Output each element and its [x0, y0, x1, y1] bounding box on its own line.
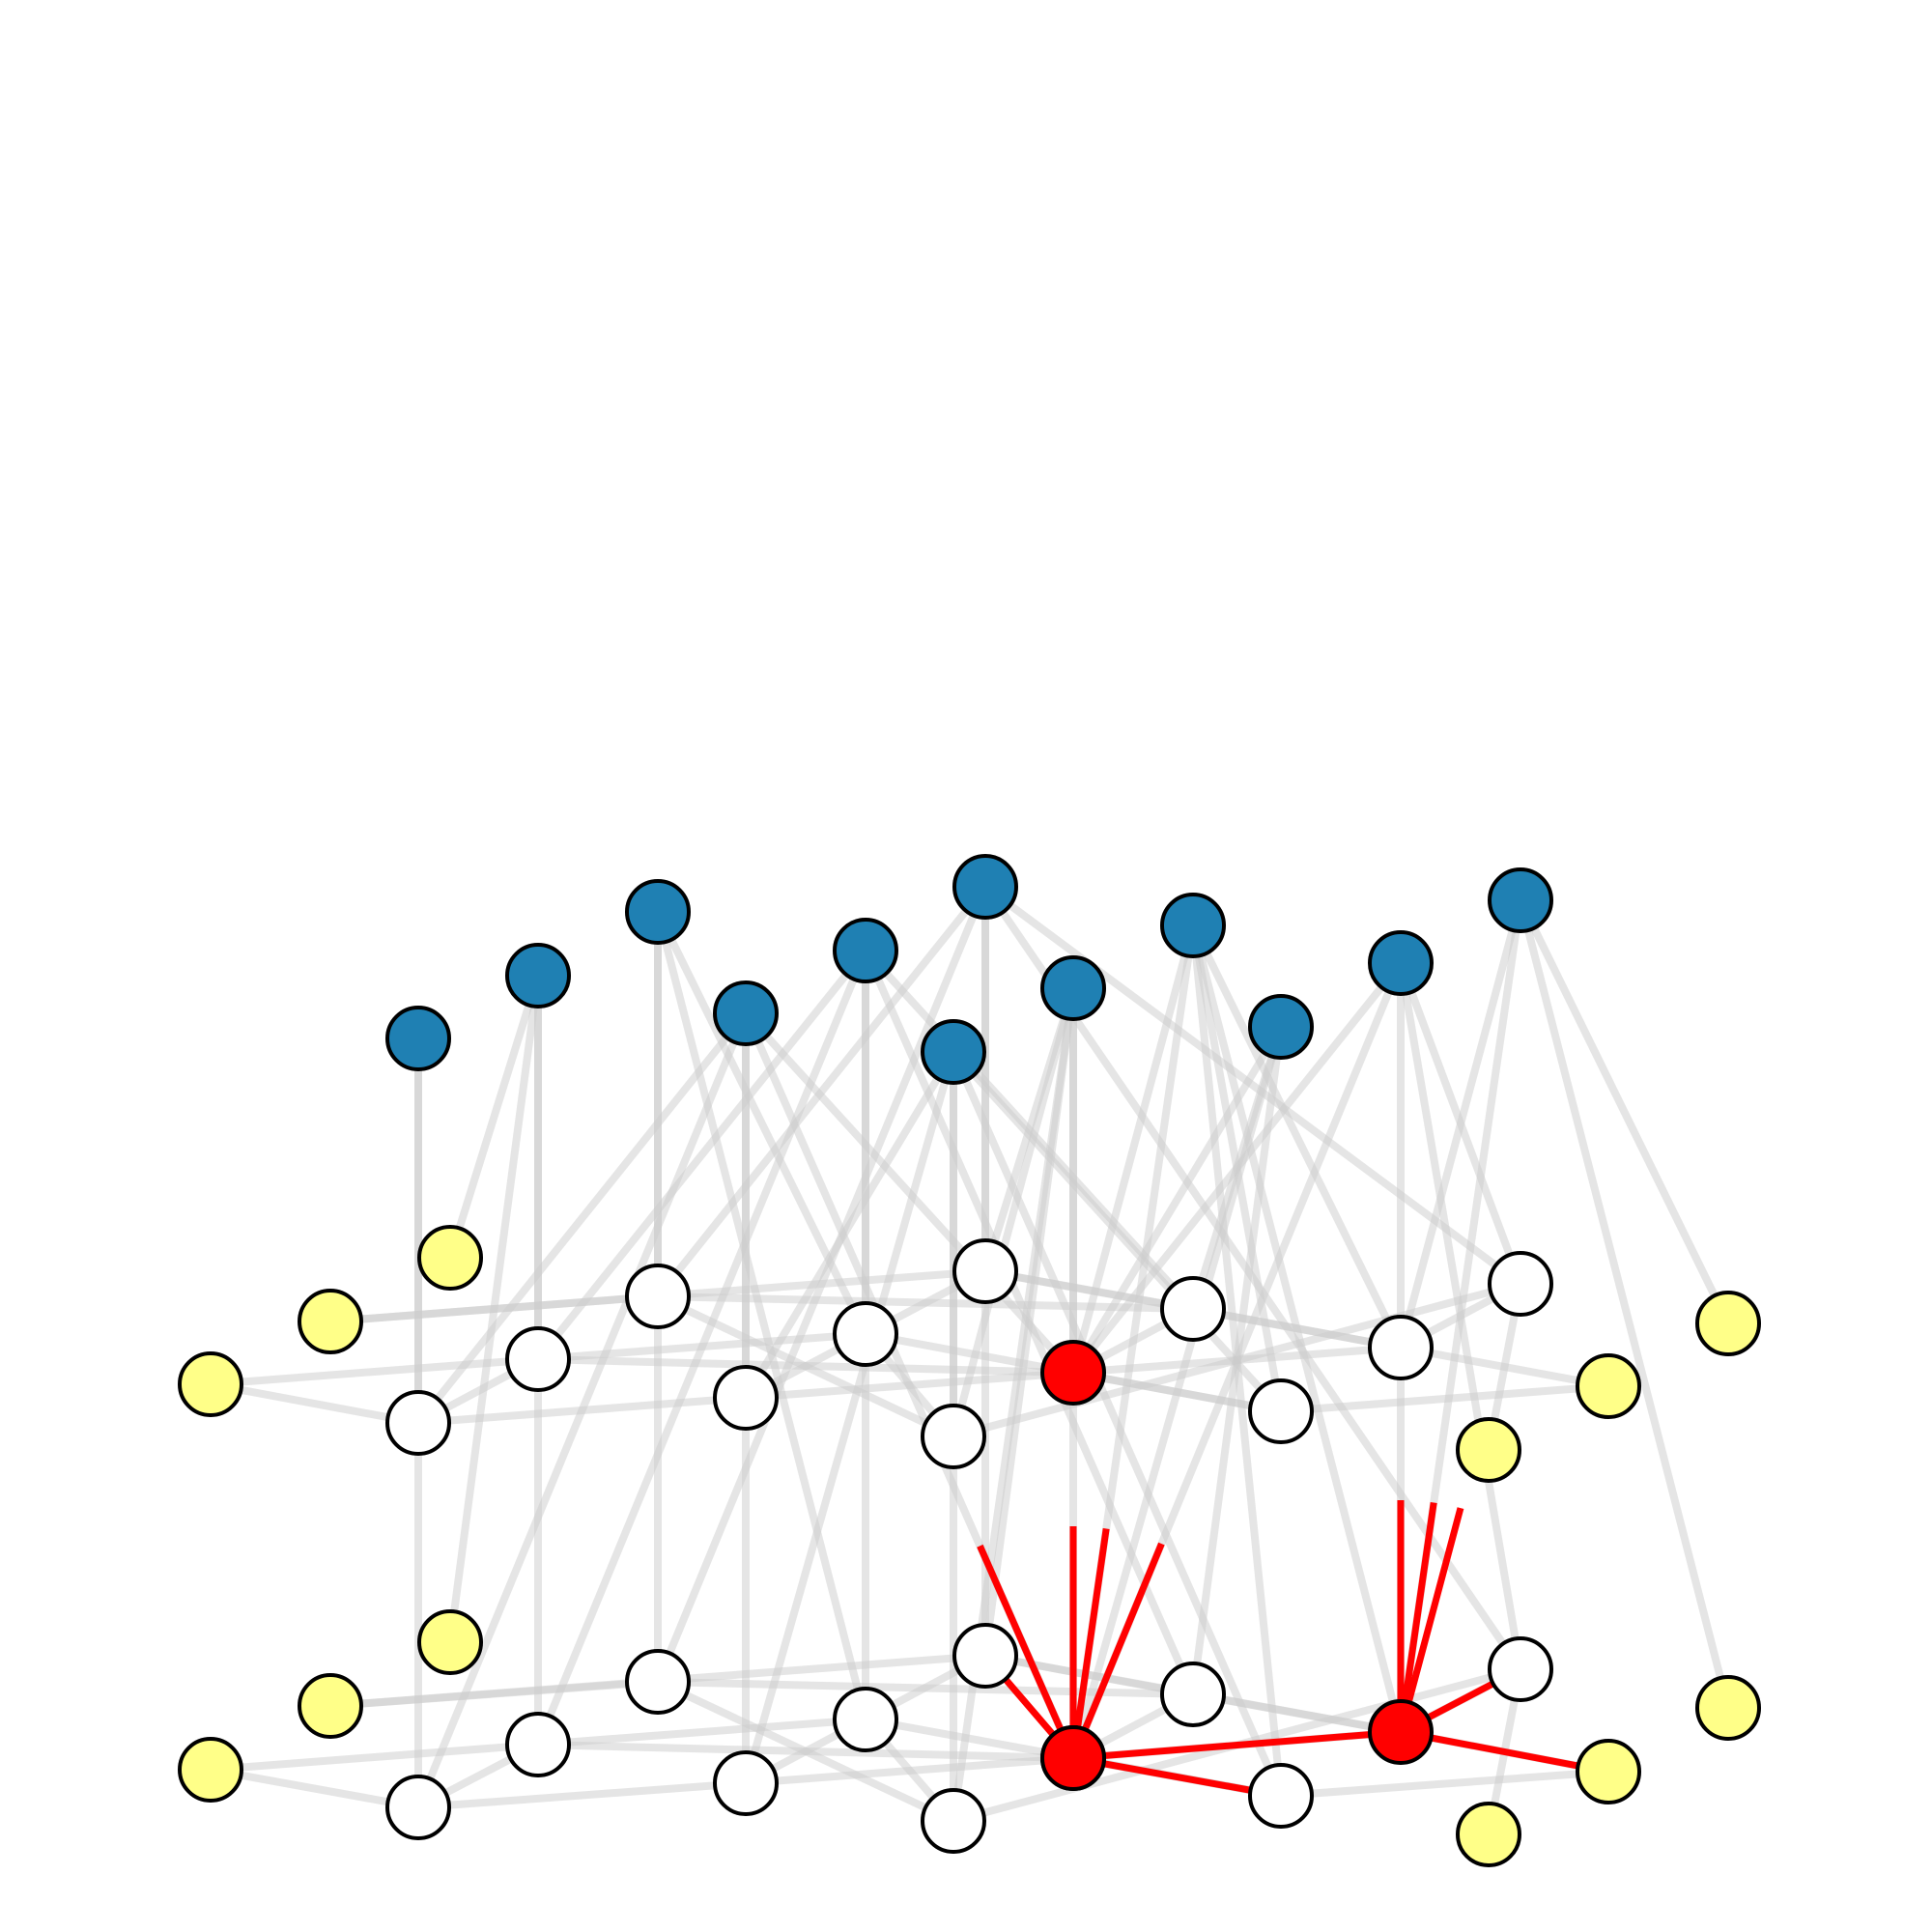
graph-edge [1397, 1344, 1612, 1390]
middle-layer-node [713, 1365, 779, 1431]
graph-edge [1069, 1344, 1405, 1377]
middle-layer-node [1368, 1315, 1434, 1380]
middle-layer-node [1160, 1662, 1226, 1727]
highlight-edge [977, 1544, 1077, 1760]
graph-edge [207, 1355, 542, 1388]
highlight-edge-layer [977, 1500, 1609, 1800]
middle-layer-node [713, 1750, 779, 1816]
middle-layer-node [921, 1788, 986, 1854]
graph-edge [1517, 896, 1732, 1712]
boundary-node [417, 1225, 483, 1291]
boundary-node [178, 1737, 243, 1803]
middle-layer-node [1248, 1763, 1314, 1829]
top-layer-node [1040, 955, 1106, 1021]
highlight-edge [1397, 1507, 1464, 1733]
boundary-node [1576, 1739, 1641, 1804]
top-layer-node [713, 980, 779, 1046]
boundary-node [178, 1351, 243, 1417]
boundary-node [1456, 1417, 1521, 1483]
top-layer-node [1248, 994, 1314, 1060]
node-layer [178, 854, 1761, 1867]
graph-edge [446, 972, 542, 1262]
boundary-node [1695, 1291, 1761, 1356]
graph-edge [207, 1766, 422, 1811]
top-layer-node [505, 943, 571, 1009]
middle-layer-node [1160, 1276, 1226, 1342]
graph-edge [1517, 896, 1732, 1327]
graph-edge [534, 1330, 869, 1363]
middle-layer-node [921, 1404, 986, 1469]
highlighted-node [1040, 1725, 1106, 1791]
graph-edge [742, 1048, 957, 1787]
graph-edge [1277, 1382, 1612, 1415]
boundary-node [1695, 1675, 1761, 1741]
highlight-edge [1400, 1728, 1609, 1776]
middle-layer-node [1488, 1251, 1553, 1317]
boundary-node [1576, 1353, 1641, 1419]
graph-edge [414, 1009, 750, 1427]
graph-edge [654, 883, 989, 1300]
highlighted-node [1040, 1340, 1106, 1406]
graph-edge [950, 1048, 1285, 1415]
middle-layer-node [1488, 1636, 1553, 1702]
graph-edge [1069, 1369, 1285, 1415]
middle-layer-node [505, 1326, 571, 1392]
middle-layer-node [1248, 1378, 1314, 1444]
highlight-edge [1069, 1527, 1110, 1759]
highlight-edge [1069, 1542, 1165, 1760]
top-layer-node [952, 854, 1018, 920]
graph-edge [534, 1716, 869, 1748]
middle-layer-node [505, 1712, 571, 1777]
graph-edge [1069, 922, 1197, 1377]
highlight-edge [1072, 1728, 1402, 1762]
graph-edge [207, 1741, 542, 1774]
graph-edge [981, 883, 1524, 1288]
graph-edge [207, 1380, 422, 1427]
boundary-node [1456, 1802, 1521, 1867]
graph-edge [414, 1394, 750, 1427]
graph-edge [654, 1293, 1197, 1313]
top-layer-node [1488, 867, 1553, 933]
graph-edge [950, 1048, 1285, 1800]
top-layer-node [921, 1019, 986, 1085]
middle-layer-node [833, 1687, 898, 1752]
graph-edge [981, 984, 1077, 1660]
graph-edge [534, 947, 869, 1363]
highlighted-node [1368, 1699, 1434, 1765]
graph-edge [981, 984, 1077, 1275]
boundary-node [417, 1609, 483, 1675]
top-layer-node [385, 1006, 451, 1071]
graph-edge [414, 1779, 750, 1811]
graph-edge [1069, 1023, 1285, 1377]
middle-layer-node [385, 1775, 451, 1840]
top-layer-node [833, 918, 898, 983]
middle-layer-node [625, 1649, 691, 1715]
boundary-node [298, 1289, 363, 1354]
graph-edge [654, 908, 869, 1723]
graph-edge [654, 1678, 957, 1825]
top-layer-node [625, 879, 691, 945]
middle-layer-node [952, 1623, 1018, 1689]
graph-edge [1189, 922, 1405, 1351]
graph-edge [1189, 1305, 1405, 1351]
graph-edge [1189, 1690, 1405, 1736]
top-layer-node [1368, 930, 1434, 996]
highlight-edge [1072, 1754, 1282, 1800]
graph-edge [1397, 896, 1524, 1351]
graph-edge [654, 1293, 957, 1440]
graph-edge [1277, 1768, 1612, 1800]
top-layer-node [1160, 893, 1226, 958]
highlight-edge [1397, 1501, 1437, 1733]
middle-layer-node [833, 1301, 898, 1367]
middle-layer-node [625, 1264, 691, 1329]
middle-layer-node [952, 1238, 1018, 1304]
middle-layer-node [385, 1390, 451, 1456]
boundary-node [298, 1673, 363, 1739]
